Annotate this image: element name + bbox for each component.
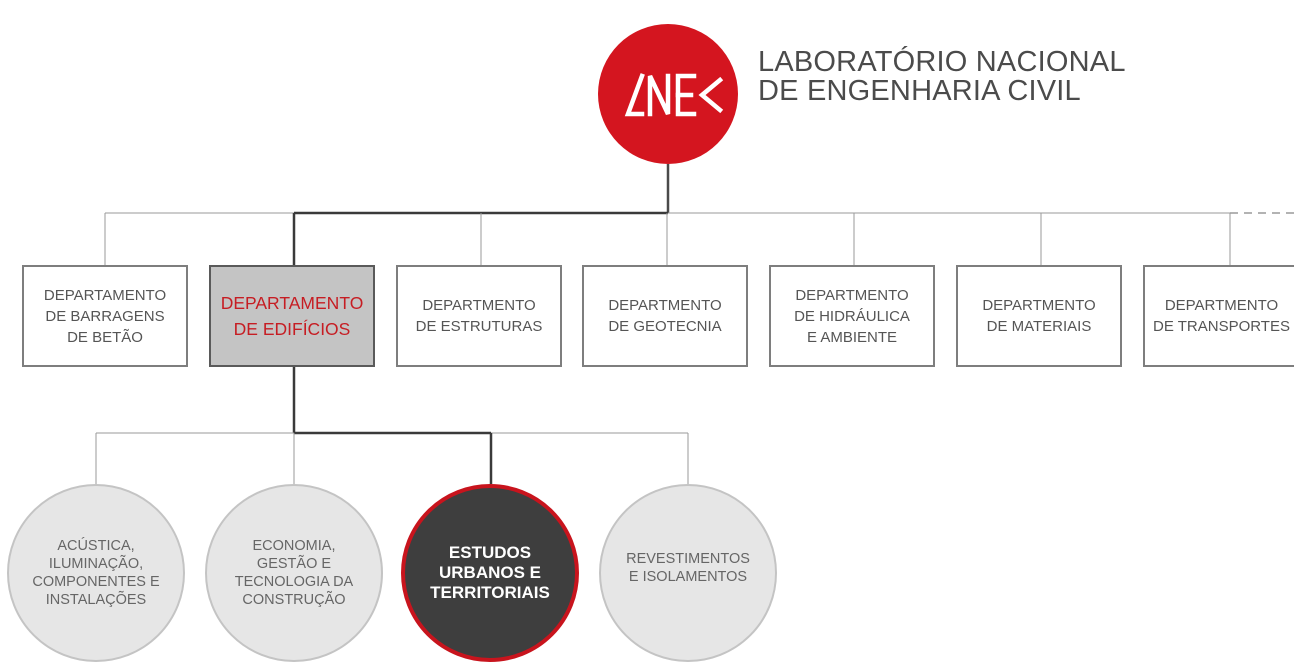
lnec-logo[interactable] [598, 24, 738, 164]
lnec-logo-mark [624, 73, 724, 117]
unit-revestimentos-isolamentos[interactable]: REVESTIMENTOS E ISOLAMENTOS [599, 484, 777, 662]
unit-economia-gestao[interactable]: ECONOMIA, GESTÃO E TECNOLOGIA DA CONSTRU… [205, 484, 383, 662]
department-geotecnia[interactable]: DEPARTMENTO DE GEOTECNIA [582, 265, 748, 367]
unit-estudos-urbanos-territoriais[interactable]: ESTUDOS URBANOS E TERRITORIAIS [401, 484, 579, 662]
department-estruturas[interactable]: DEPARTMENTO DE ESTRUTURAS [396, 265, 562, 367]
department-edificios[interactable]: DEPARTAMENTO DE EDIFÍCIOS [209, 265, 375, 367]
department-transportes[interactable]: DEPARTMENTO DE TRANSPORTES [1143, 265, 1294, 367]
organization-name: LABORATÓRIO NACIONAL DE ENGENHARIA CIVIL [758, 46, 1126, 107]
department-barragens-betao[interactable]: DEPARTAMENTO DE BARRAGENS DE BETÃO [22, 265, 188, 367]
unit-acustica-iluminacao[interactable]: ACÚSTICA, ILUMINAÇÃO, COMPONENTES E INST… [7, 484, 185, 662]
department-hidraulica-ambiente[interactable]: DEPARTMENTO DE HIDRÁULICA E AMBIENTE [769, 265, 935, 367]
department-materiais[interactable]: DEPARTMENTO DE MATERIAIS [956, 265, 1122, 367]
